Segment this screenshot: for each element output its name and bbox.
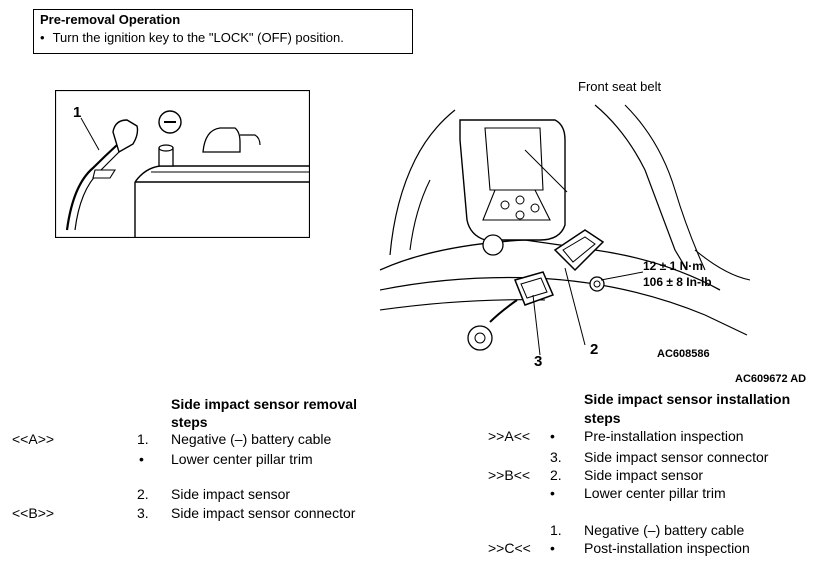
installation-step: Side impact sensor connector bbox=[584, 449, 769, 465]
removal-num: 2. bbox=[137, 486, 149, 502]
installation-num: 1. bbox=[550, 522, 562, 538]
bullet: • bbox=[40, 30, 45, 45]
removal-heading-line1: Side impact sensor removal bbox=[171, 396, 357, 412]
removal-step: Side impact sensor bbox=[171, 486, 291, 502]
removal-step: Side impact sensor connector bbox=[171, 505, 356, 521]
removal-num: 3. bbox=[137, 505, 149, 521]
installation-step: Pre-installation inspection bbox=[584, 428, 744, 444]
callout-1: 1 bbox=[73, 104, 82, 121]
preremoval-box bbox=[33, 9, 413, 54]
removal-heading-line2: steps bbox=[171, 414, 208, 430]
installation-step: Side impact sensor bbox=[584, 467, 704, 483]
installation-num: 3. bbox=[550, 449, 562, 465]
installation-step: Post-installation inspection bbox=[584, 540, 750, 556]
installation-heading-line1: Side impact sensor installation bbox=[584, 391, 791, 407]
installation-step: Lower center pillar trim bbox=[584, 485, 726, 501]
sensor-illustration bbox=[379, 104, 751, 356]
preremoval-text: Turn the ignition key to the "LOCK" (OFF… bbox=[52, 30, 344, 45]
installation-step: Negative (–) battery cable bbox=[584, 522, 745, 538]
removal-ref: <<A>> bbox=[12, 431, 55, 447]
installation-num: • bbox=[550, 540, 555, 556]
installation-num: • bbox=[550, 485, 555, 501]
callout-3: 3 bbox=[534, 353, 543, 370]
callout-2: 2 bbox=[590, 341, 599, 358]
removal-num: 1. bbox=[137, 431, 149, 447]
removal-step: Lower center pillar trim bbox=[171, 451, 313, 467]
installation-ref: >>C<< bbox=[488, 540, 531, 556]
removal-ref: <<B>> bbox=[12, 505, 55, 521]
installation-num: 2. bbox=[550, 467, 562, 483]
removal-step: Negative (–) battery cable bbox=[171, 431, 332, 447]
preremoval-title: Pre-removal Operation bbox=[40, 12, 181, 27]
figure-code-outer: AC609672 AD bbox=[735, 373, 807, 385]
installation-heading-line2: steps bbox=[584, 410, 621, 426]
installation-ref: >>B<< bbox=[488, 467, 531, 483]
removal-num: • bbox=[139, 451, 144, 467]
torque-nm: 12 ± 1 N·m bbox=[643, 259, 703, 273]
label-front-seat-belt: Front seat belt bbox=[578, 79, 662, 94]
figure-code-inner: AC608586 bbox=[657, 348, 710, 360]
installation-num: • bbox=[550, 428, 555, 444]
torque-inlb: 106 ± 8 In-lb bbox=[643, 275, 712, 289]
installation-ref: >>A<< bbox=[488, 428, 531, 444]
preremoval-step: • Turn the ignition key to the "LOCK" (OF… bbox=[40, 30, 344, 45]
battery-illustration bbox=[55, 90, 310, 238]
